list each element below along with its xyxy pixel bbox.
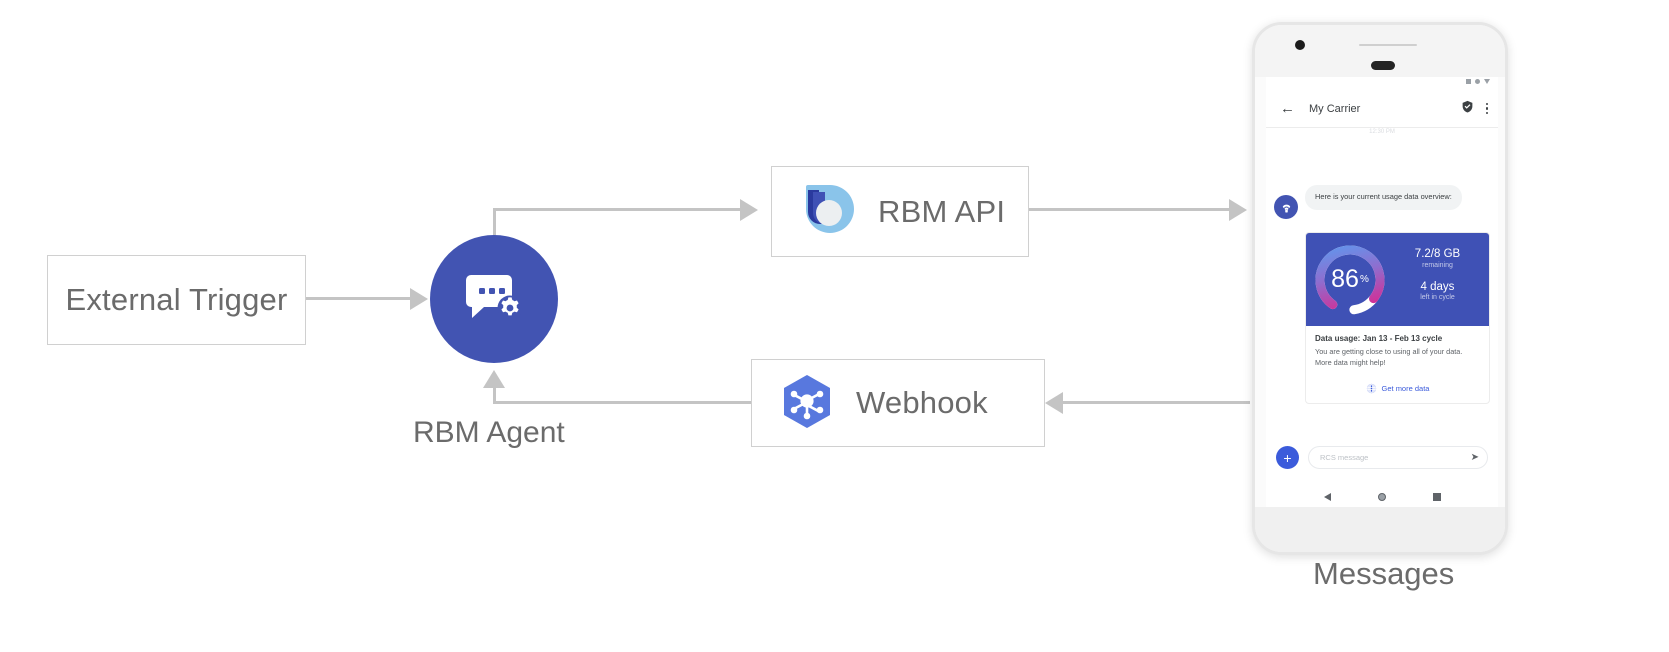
message-row: Here is your current usage data overview… (1274, 185, 1462, 219)
arrowhead-trigger-to-agent (410, 288, 428, 310)
gauge-unit: % (1359, 274, 1369, 285)
rbm-api-label: RBM API (878, 193, 1006, 229)
days-left-label: left in cycle (1420, 293, 1455, 301)
phone-screen: ← My Carrier 12:30 PM Here is your curre… (1266, 77, 1498, 513)
rich-card[interactable]: 86 % 7.2/8 GB remaining 4 days left in c… (1305, 232, 1490, 404)
webhook-hexagon-icon (784, 375, 830, 428)
verified-shield-icon (1461, 100, 1474, 118)
add-icon[interactable]: + (1276, 446, 1299, 469)
webhook-label: Webhook (856, 385, 988, 420)
connector-agent-up-return (493, 388, 496, 403)
nav-back-icon[interactable] (1323, 493, 1331, 501)
connector-device-to-webhook (1060, 401, 1250, 404)
message-text: Here is your current usage data overview… (1305, 185, 1462, 210)
connector-api-to-device (1029, 208, 1241, 211)
signal-square-icon (1466, 79, 1471, 84)
rbm-api-droplet-icon (804, 184, 854, 233)
get-more-data-button[interactable]: Get more data (1306, 373, 1489, 403)
app-bar: ← My Carrier (1266, 90, 1498, 128)
webhook-node[interactable]: Webhook (751, 359, 1045, 447)
external-trigger-node[interactable]: External Trigger (47, 255, 306, 345)
chat-timestamp: 12:30 PM (1369, 129, 1395, 135)
composer: + RCS message ➤ (1276, 446, 1488, 469)
arrowhead-api-to-device (1229, 199, 1247, 221)
connector-agent-up (493, 208, 496, 248)
connector-webhook-to-agent (493, 401, 751, 404)
rcs-message-input[interactable]: RCS message ➤ (1308, 446, 1488, 469)
earpiece-speaker (1371, 61, 1395, 70)
connector-agent-to-api (493, 208, 741, 211)
front-camera-icon (1295, 40, 1305, 50)
rbm-agent-node[interactable] (430, 235, 558, 363)
connector-trigger-to-agent (306, 297, 412, 300)
nav-recents-icon[interactable] (1432, 493, 1441, 501)
status-bar (1466, 79, 1490, 84)
get-more-data-label: Get more data (1381, 383, 1430, 393)
gauge-value-group: 86 % (1306, 233, 1394, 326)
chat-gear-icon (466, 275, 523, 321)
card-media: 86 % 7.2/8 GB remaining 4 days left in c… (1306, 233, 1489, 326)
data-remaining-label: remaining (1422, 261, 1453, 269)
card-body: Data usage: Jan 13 - Feb 13 cycle You ar… (1306, 326, 1489, 373)
back-arrow-icon[interactable]: ← (1280, 100, 1295, 117)
carrier-avatar-icon (1274, 195, 1298, 219)
data-remaining-value: 7.2/8 GB (1414, 248, 1461, 261)
card-stats: 7.2/8 GB remaining 4 days left in cycle (1394, 247, 1489, 312)
globe-icon (1366, 383, 1376, 393)
android-nav-bar (1266, 481, 1498, 513)
phone-top-bezel (1255, 25, 1505, 77)
card-title: Data usage: Jan 13 - Feb 13 cycle (1315, 334, 1443, 343)
rbm-agent-caption: RBM Agent (413, 416, 565, 449)
card-description: You are getting close to using all of yo… (1315, 347, 1463, 367)
nav-home-icon[interactable] (1377, 493, 1386, 501)
conversation-title: My Carrier (1309, 102, 1361, 115)
gauge-value: 86 (1331, 265, 1359, 293)
phone-bottom-bezel (1255, 507, 1505, 552)
days-left-value: 4 days (1420, 280, 1455, 293)
rbm-api-node[interactable]: RBM API (771, 166, 1029, 257)
external-trigger-label: External Trigger (65, 282, 288, 317)
arrowhead-webhook-to-agent (483, 370, 505, 388)
usage-gauge: 86 % (1306, 233, 1394, 326)
signal-circle-icon (1475, 79, 1480, 84)
rcs-message-placeholder: RCS message (1320, 453, 1369, 462)
device-caption: Messages (1313, 556, 1455, 591)
overflow-menu-icon[interactable] (1485, 102, 1488, 115)
arrowhead-device-to-webhook (1045, 392, 1063, 414)
arrowhead-agent-to-api (740, 199, 758, 221)
battery-triangle-icon (1484, 79, 1490, 84)
phone-mockup: ← My Carrier 12:30 PM Here is your curre… (1252, 22, 1508, 555)
send-icon[interactable]: ➤ (1470, 452, 1479, 463)
earpiece-line (1359, 44, 1417, 46)
